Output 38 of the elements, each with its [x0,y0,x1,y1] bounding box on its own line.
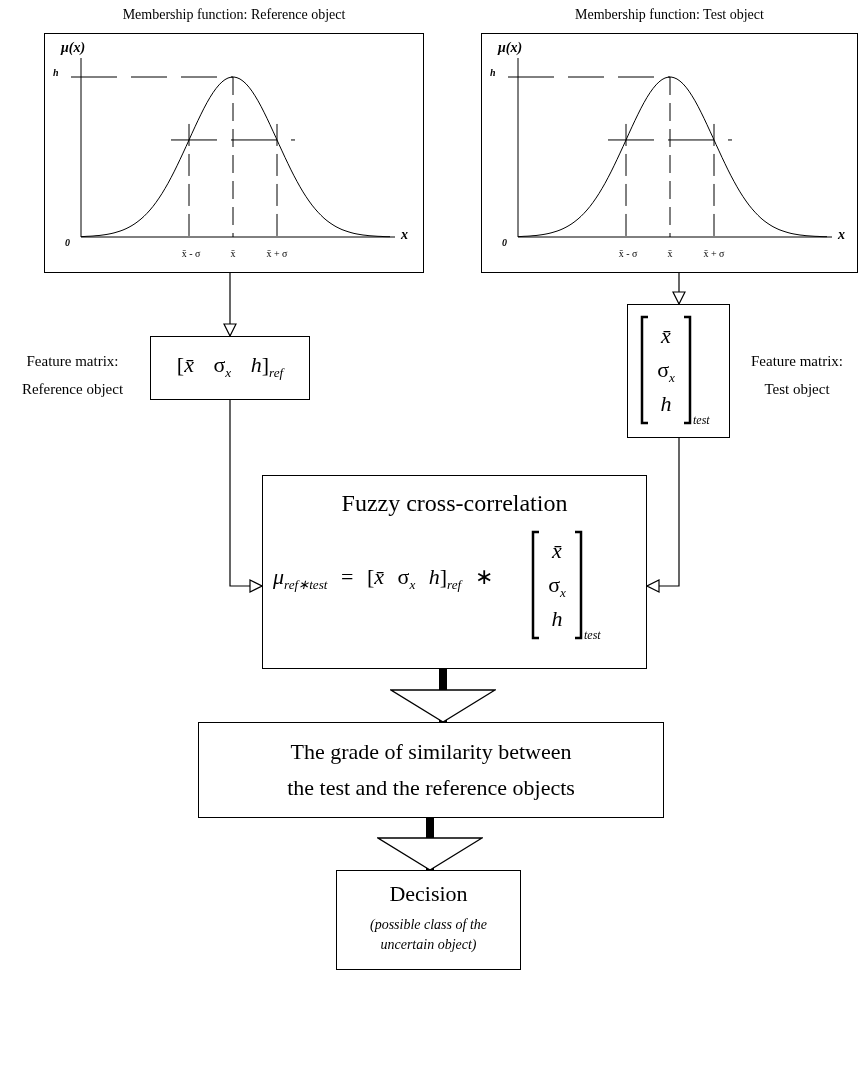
arrow [672,272,686,305]
tick-label: x̄ - σ [180,248,202,259]
block-arrow [390,669,496,723]
subscript-label: test [584,628,601,643]
matrix-entry: σ$_{x}$ [656,356,676,388]
side-label: Feature matrix: Reference object [20,352,125,399]
chart-title: Membership function: Test object [574,7,765,23]
matrix-entry: x̄ [550,537,563,565]
chart-title: Membership function: Reference object [121,7,347,23]
formula: μ$_{ref∗test}$ = [x̄ σ$_{x}$ h]$_{ref}$ ∗ [273,564,493,594]
axis-label: 0 [502,237,507,248]
box-title: Fuzzy cross-correlation [340,490,569,517]
axis-label: x [838,227,845,243]
axis-label: x [401,227,408,243]
axis-label: h [53,67,59,78]
tick-label: x̄ + σ [265,248,289,259]
feature-matrix: [x̄ σ$_{x}$ h]$_{ref}$ [175,352,286,382]
matrix-entry: h [659,390,673,418]
arrow [229,399,263,593]
matrix-entry: σ$_{x}$ [547,571,567,603]
tick-label: x̄ [229,248,237,259]
axis-label: h [490,67,496,78]
axis-label: μ(x) [61,40,86,56]
arrow [646,437,680,593]
tick-label: x̄ - σ [617,248,639,259]
box-text: The grade of similarity between the test and the reference objects [286,738,576,802]
box-title: Decision [388,881,469,907]
tick-label: x̄ + σ [702,248,726,259]
subscript-label: test [693,413,710,428]
block-arrow [377,818,483,871]
axis-label: μ(x) [498,40,523,56]
side-label: Feature matrix: Test object [749,352,845,399]
box-note: (possible class of the uncertain object) [368,916,488,954]
matrix-entry: h [550,605,564,633]
matrix-entry: x̄ [659,322,672,350]
tick-label: x̄ [666,248,674,259]
axis-label: 0 [65,237,70,248]
arrow [223,272,237,337]
